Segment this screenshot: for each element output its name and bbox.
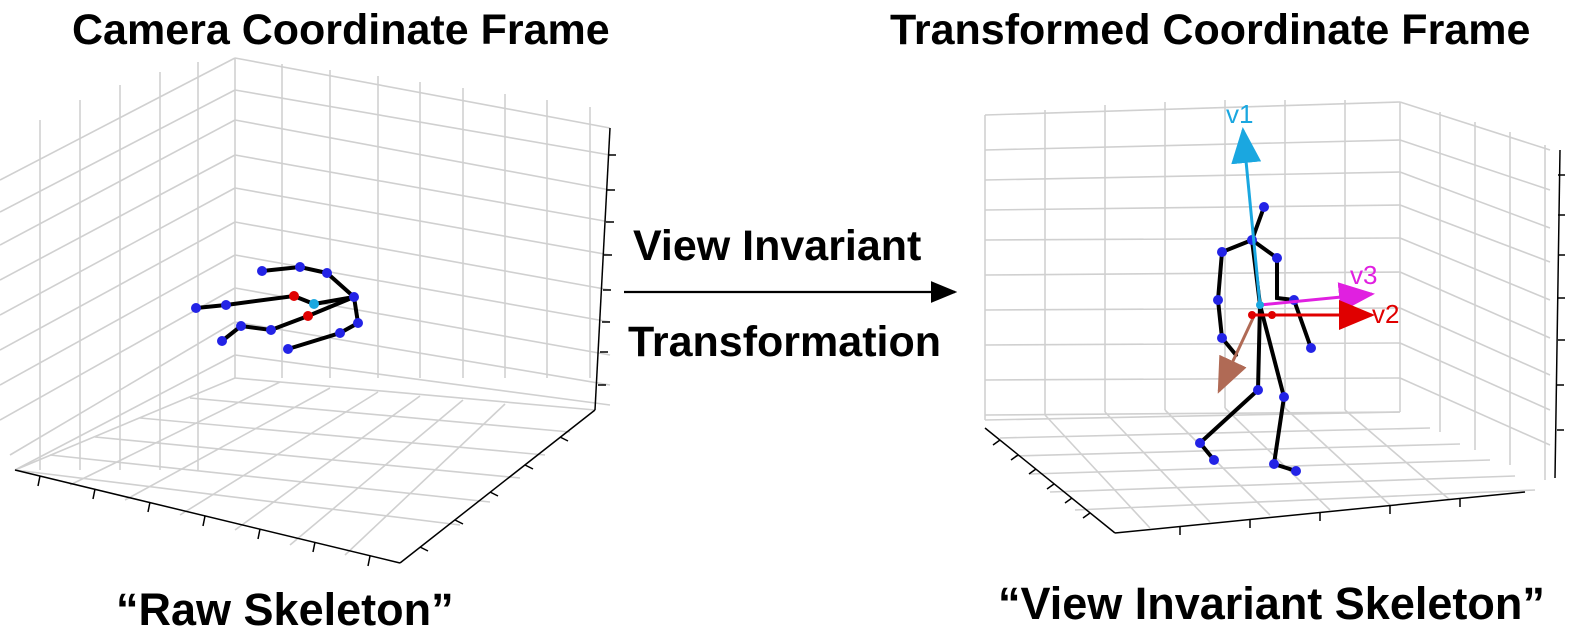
joint	[1195, 438, 1205, 448]
raw-skeleton	[191, 262, 363, 354]
joint	[1259, 202, 1269, 212]
joint	[1253, 385, 1263, 395]
view-invariant-skeleton	[1195, 202, 1316, 476]
basis-vectors: v1 v2 v3	[1217, 99, 1399, 394]
left-axis-ticks	[37, 154, 616, 567]
right-y-axis	[1114, 491, 1526, 534]
joint	[322, 268, 332, 278]
joint	[217, 336, 227, 346]
vector-v2-label: v2	[1372, 299, 1399, 329]
vector-v3-label: v3	[1350, 260, 1377, 290]
joint	[257, 266, 267, 276]
left-z-axis	[594, 127, 611, 411]
joint	[191, 303, 201, 313]
joint-highlight-red	[303, 311, 313, 321]
joint	[1306, 343, 1316, 353]
joint	[335, 328, 345, 338]
right-side-wall-grid	[1399, 101, 1551, 480]
left-back-wall-grid	[234, 57, 611, 406]
joint	[1213, 295, 1223, 305]
camera-frame-title: Camera Coordinate Frame	[72, 6, 610, 54]
joint	[353, 318, 363, 328]
raw-skeleton-caption: “Raw Skeleton”	[116, 584, 454, 635]
joint	[349, 292, 359, 302]
joint	[1279, 392, 1289, 402]
joint-highlight-cyan	[309, 299, 319, 309]
right-3d-axes	[984, 100, 1565, 535]
right-floor-grid	[984, 407, 1536, 529]
joint	[1269, 459, 1279, 469]
left-y-axis	[399, 409, 596, 564]
left-floor-grid	[14, 377, 596, 556]
joint	[1217, 247, 1227, 257]
transformed-frame-title: Transformed Coordinate Frame	[890, 6, 1531, 54]
joint-highlight-red	[1248, 311, 1256, 319]
joint-highlight-red	[1268, 311, 1276, 319]
joint	[236, 321, 246, 331]
joint-highlight-red	[289, 291, 299, 301]
vector-v1-arrow	[1231, 127, 1262, 306]
right-z-axis	[1554, 149, 1561, 479]
joint	[1209, 455, 1219, 465]
transformation-label-line2: Transformation	[628, 318, 941, 366]
joint-highlight-cyan	[1256, 301, 1264, 309]
depth-vector-arrow	[1217, 315, 1256, 394]
transformation-label-line1: View Invariant	[633, 222, 922, 270]
joint	[266, 325, 276, 335]
joint	[1291, 466, 1301, 476]
joint	[1217, 333, 1227, 343]
joint	[221, 300, 231, 310]
right-back-wall-grid	[984, 100, 1401, 420]
right-axis-ticks	[992, 174, 1565, 535]
joint	[1272, 253, 1282, 263]
right-x-axis	[984, 427, 1116, 534]
left-side-wall-grid	[0, 57, 236, 471]
joint	[283, 344, 293, 354]
view-invariant-skeleton-caption: “View Invariant Skeleton”	[998, 578, 1545, 629]
left-x-axis	[14, 469, 401, 564]
vector-v3-arrow	[1259, 282, 1375, 313]
vector-v1-label: v1	[1226, 99, 1253, 129]
joint	[295, 262, 305, 272]
